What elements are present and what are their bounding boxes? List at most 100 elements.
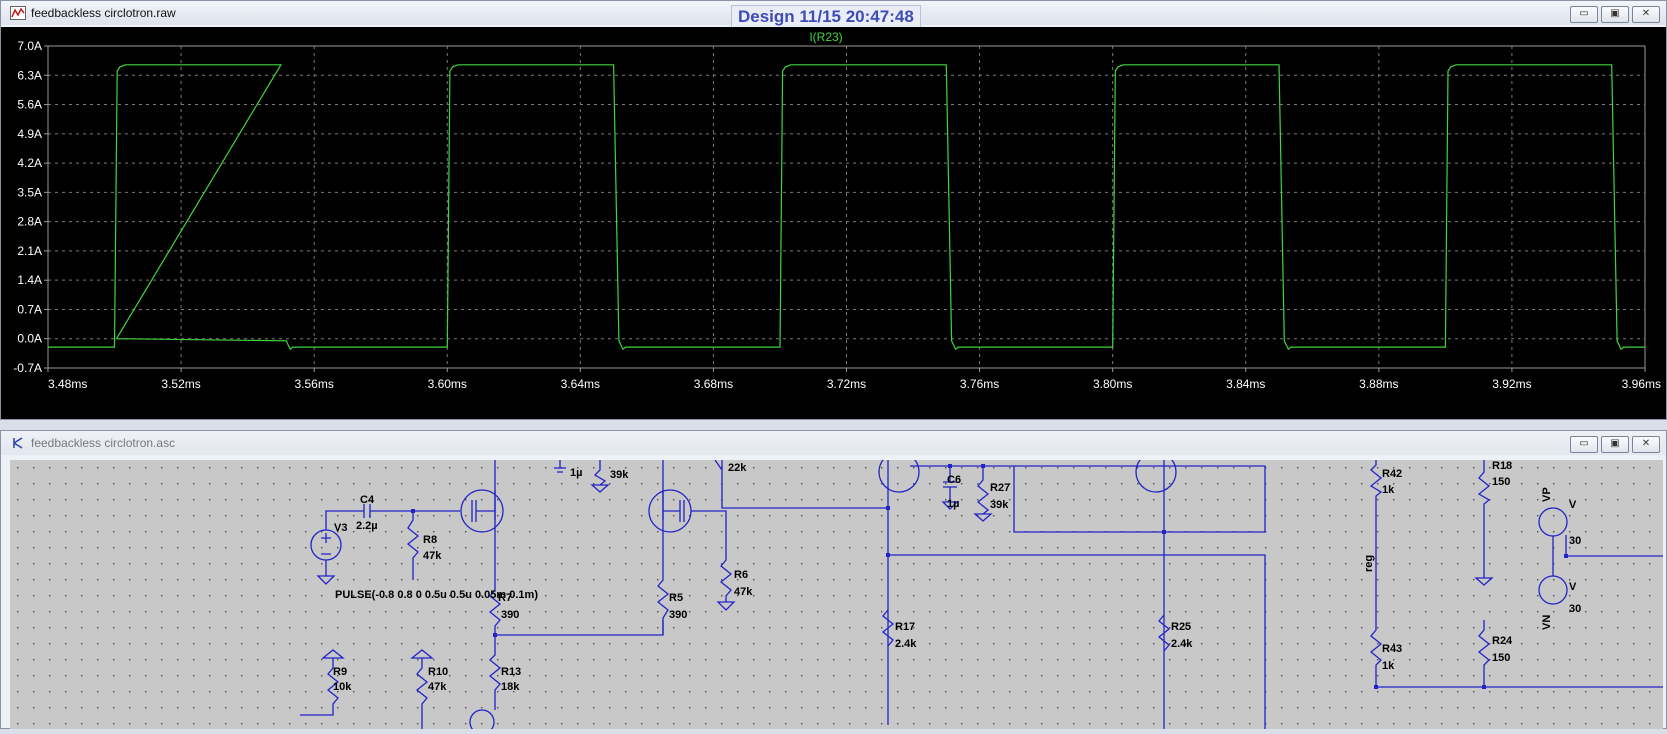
label-r8: R8 [423,534,437,546]
label-reg: reg [1363,555,1375,572]
label-r17: R17 [895,621,915,633]
label-r5-value: 390 [669,609,687,621]
label-v3: V3 [334,522,347,534]
resistor-r17[interactable] [881,609,895,647]
x-tick-label: 3.56ms [294,377,333,391]
x-tick-label: 3.68ms [694,377,733,391]
wire [910,465,1266,533]
x-tick-label: 3.52ms [161,377,200,391]
resistor-r6[interactable] [691,510,733,602]
label-r43-value: 1k [1382,660,1395,672]
label-r7: R7 [498,592,512,604]
label-c-top: 1µ [570,467,582,479]
x-tick-label: 3.72ms [827,377,866,391]
waveform-app-icon [10,6,26,20]
cap-top [554,460,566,473]
y-tick-label: -0.7A [13,361,42,375]
restore-icon[interactable]: ▣ [1601,436,1629,453]
label-c4: C4 [360,494,375,506]
label-r42-value: 1k [1382,484,1395,496]
junction [493,633,497,637]
junction [1374,685,1378,689]
resistor-r10[interactable] [410,649,434,729]
resistor-r25[interactable] [1157,614,1171,652]
x-tick-label: 3.92ms [1492,377,1531,391]
schematic-drawing[interactable]: 1µ 39k 22k C4 2.2µ V3 R8 47k PULSE(-0.8 … [10,451,1663,734]
minimize-icon[interactable]: ▭ [1570,436,1598,453]
waveform-titlebar[interactable]: feedbackless circlotron.raw Design 11/15… [1,1,1666,28]
resistor-r24[interactable] [1477,620,1491,687]
mosfet-left-symbol [471,490,496,532]
label-r-top1: 39k [610,469,629,481]
schematic-app-icon [13,437,23,449]
label-v-bot-value: 30 [1569,603,1581,615]
y-tick-label: 4.9A [17,127,42,141]
x-tick-label: 3.88ms [1359,377,1398,391]
y-tick-label: 6.3A [17,68,42,82]
waveform-window: feedbackless circlotron.raw Design 11/15… [0,0,1667,420]
y-tick-label: 3.5A [17,185,42,199]
y-tick-label: 1.4A [17,273,42,287]
schematic-titlebar[interactable]: feedbackless circlotron.asc ▭ ▣ ✕ [1,431,1666,455]
design-timestamp-label: Design 11/15 20:47:48 [731,5,921,28]
resistor-r18[interactable] [1474,460,1494,586]
label-r18-value: 150 [1492,476,1510,488]
resistor-top [590,460,610,493]
capacitor-c6[interactable] [941,466,959,510]
v3-polarity [321,533,331,555]
label-vp: VP [1541,487,1553,502]
junction [981,464,985,468]
waveform-window-title: feedbackless circlotron.raw [31,6,176,20]
mosfet-bottom[interactable] [469,709,495,734]
schematic-canvas[interactable]: 1µ 39k 22k C4 2.2µ V3 R8 47k PULSE(-0.8 … [10,451,1663,734]
resistor-r13[interactable] [488,635,502,710]
wire [325,510,420,580]
capacitor-c4[interactable] [363,504,371,518]
label-r10: R10 [428,666,448,678]
label-r25-value: 2.4k [1171,638,1193,650]
junction [411,509,415,513]
x-tick-label: 3.60ms [428,377,467,391]
junction [1162,530,1166,534]
label-r27-value: 39k [990,499,1009,511]
y-tick-label: 4.2A [17,156,42,170]
junction [886,506,890,510]
label-r13: R13 [501,666,521,678]
label-r17-value: 2.4k [895,638,917,650]
label-r6-value: 47k [734,586,753,598]
resistor-r9[interactable] [300,649,345,716]
x-tick-label: 3.80ms [1093,377,1132,391]
y-tick-label: 7.0A [17,39,42,53]
junction [886,553,890,557]
mosfet-left[interactable] [460,489,504,533]
label-v-top-value: 30 [1569,535,1581,547]
trace-label[interactable]: I(R23) [809,30,842,44]
resistor-r42-r43[interactable] [1369,460,1663,688]
label-r43: R43 [1382,643,1402,655]
x-tick-label: 3.84ms [1226,377,1265,391]
close-icon[interactable]: ✕ [1632,436,1660,453]
resistor-r5[interactable] [656,532,670,635]
label-c4-value: 2.2µ [356,520,378,532]
restore-icon[interactable]: ▣ [1601,6,1629,23]
label-r27: R27 [990,482,1010,494]
mosfet-right-symbol [662,490,685,532]
label-r6: R6 [734,569,748,581]
label-c6-value: 1µ [947,498,959,510]
label-r8-value: 47k [423,550,442,562]
wire [714,459,723,471]
label-r24: R24 [1492,635,1513,647]
x-tick-label: 3.48ms [48,377,87,391]
label-r9-value: 10k [333,681,352,693]
y-tick-label: 0.0A [17,332,42,346]
trace-i-r23[interactable] [48,64,1645,351]
close-icon[interactable]: ✕ [1632,6,1660,23]
x-tick-label: 3.64ms [561,377,600,391]
label-c6: C6 [947,474,961,486]
resistor-r27[interactable] [973,466,993,522]
label-r5: R5 [669,592,683,604]
minimize-icon[interactable]: ▭ [1570,6,1598,23]
label-r25: R25 [1171,621,1191,633]
waveform-chart[interactable]: 7.0A6.3A5.6A4.9A4.2A3.5A2.8A2.1A1.4A0.7A… [1,27,1666,419]
